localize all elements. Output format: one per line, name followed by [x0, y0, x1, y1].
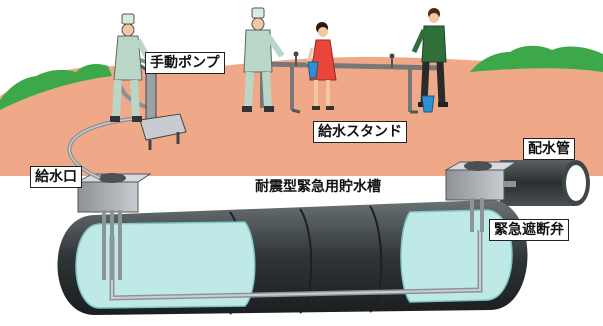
grass-left: [0, 64, 112, 110]
label-hand-pump: 手動ポンプ: [145, 52, 225, 74]
grass-right: [470, 45, 603, 72]
label-water-main: 配水管: [523, 138, 575, 160]
label-quake-tank: 耐震型緊急用貯水槽: [255, 179, 381, 195]
bucket-icon-1: [307, 61, 319, 79]
emergency-valve-box: [444, 161, 518, 232]
label-emergency-valve: 緊急遮断弁: [489, 219, 569, 241]
faucet-icon: [293, 51, 299, 57]
worker-figure-pump: [110, 13, 153, 122]
label-supply-stand: 給水スタンド: [313, 121, 407, 143]
label-supply-port: 給水口: [30, 166, 82, 188]
hand-pump-icon: [134, 60, 187, 150]
bucket-icon-2: [421, 95, 435, 113]
worker-figure-stand: [242, 7, 285, 112]
faucet-icon-2: [389, 53, 395, 59]
water-main-pipe: [500, 160, 590, 206]
